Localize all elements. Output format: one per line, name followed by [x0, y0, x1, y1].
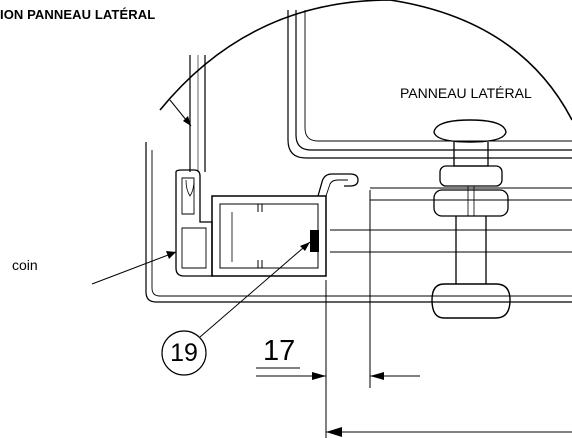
- fastener-washer: [439, 165, 503, 187]
- housing-inner-outline: [151, 150, 572, 297]
- corner-label: coin: [12, 257, 38, 273]
- tube-profile-outer: [211, 195, 327, 277]
- clamp-profile: [175, 169, 213, 277]
- tube-profile-inner: [219, 203, 319, 269]
- side-panel-label: PANNEAU LATÉRAL: [400, 85, 532, 101]
- fastener-head: [433, 119, 507, 143]
- balloon-circle: [161, 330, 207, 376]
- leader-arrow-balloon: [300, 242, 310, 251]
- tube-hook: [317, 173, 359, 197]
- clamp-profile-inner: [181, 227, 207, 269]
- dimension-arrow-right: [370, 372, 384, 380]
- dimension-arrow-left: [312, 372, 326, 380]
- seal-part: [310, 230, 319, 252]
- fastener-neck: [453, 142, 489, 167]
- fastener-washer: [433, 189, 509, 217]
- leader-line-balloon: [199, 241, 311, 338]
- clamp-profile-inner: [181, 177, 195, 215]
- frame-inner: [304, 10, 572, 142]
- frame-outline: [287, 10, 572, 159]
- balloon-number: 19: [170, 339, 198, 367]
- fastener-foot: [431, 283, 511, 319]
- housing-outline: [145, 142, 572, 303]
- detail-circle-outline: [159, 0, 572, 121]
- clamp-profile-inner: [185, 179, 195, 197]
- leader-arrow-side-panel: [183, 116, 191, 126]
- leader-line-corner: [91, 251, 177, 285]
- frame-outline: [295, 10, 572, 151]
- tube-hook: [325, 179, 348, 197]
- dimension-arrow-long: [326, 427, 342, 437]
- dimension-value: 17: [263, 335, 296, 367]
- drawing-title: ION PANNEAU LATÉRAL: [0, 7, 156, 22]
- leader-arrow-corner: [166, 251, 176, 259]
